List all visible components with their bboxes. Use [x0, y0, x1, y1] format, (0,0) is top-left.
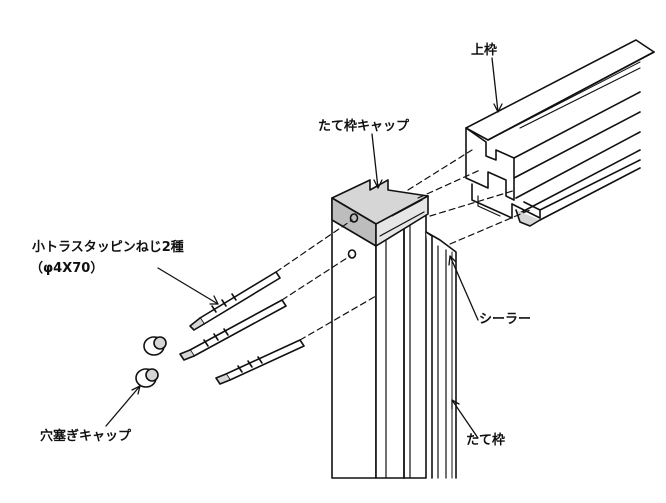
leader-lines: [105, 57, 503, 439]
label-top-frame: 上枠: [471, 43, 498, 58]
screw-1: [189, 271, 281, 331]
alignment-lines: [275, 149, 531, 341]
screw-hole: [349, 213, 359, 223]
label-screw-size: （φ4X70）: [30, 261, 104, 276]
top-frame: [465, 39, 655, 227]
vertical-frame: [331, 197, 457, 479]
screw-hole: [347, 249, 357, 259]
label-vertical-frame: たて枠: [466, 433, 506, 448]
label-hole-cap: 穴塞ぎキャップ: [40, 429, 132, 444]
hole-cap-2: [135, 368, 159, 388]
label-screw-name: 小トラスタッピンねじ2種: [32, 240, 184, 255]
label-sealer: シーラー: [479, 312, 532, 327]
hole-cap-1: [143, 336, 167, 356]
screw-2: [179, 299, 287, 361]
screw-3: [215, 339, 305, 385]
label-vertical-frame-cap: たて枠キャップ: [318, 119, 410, 134]
